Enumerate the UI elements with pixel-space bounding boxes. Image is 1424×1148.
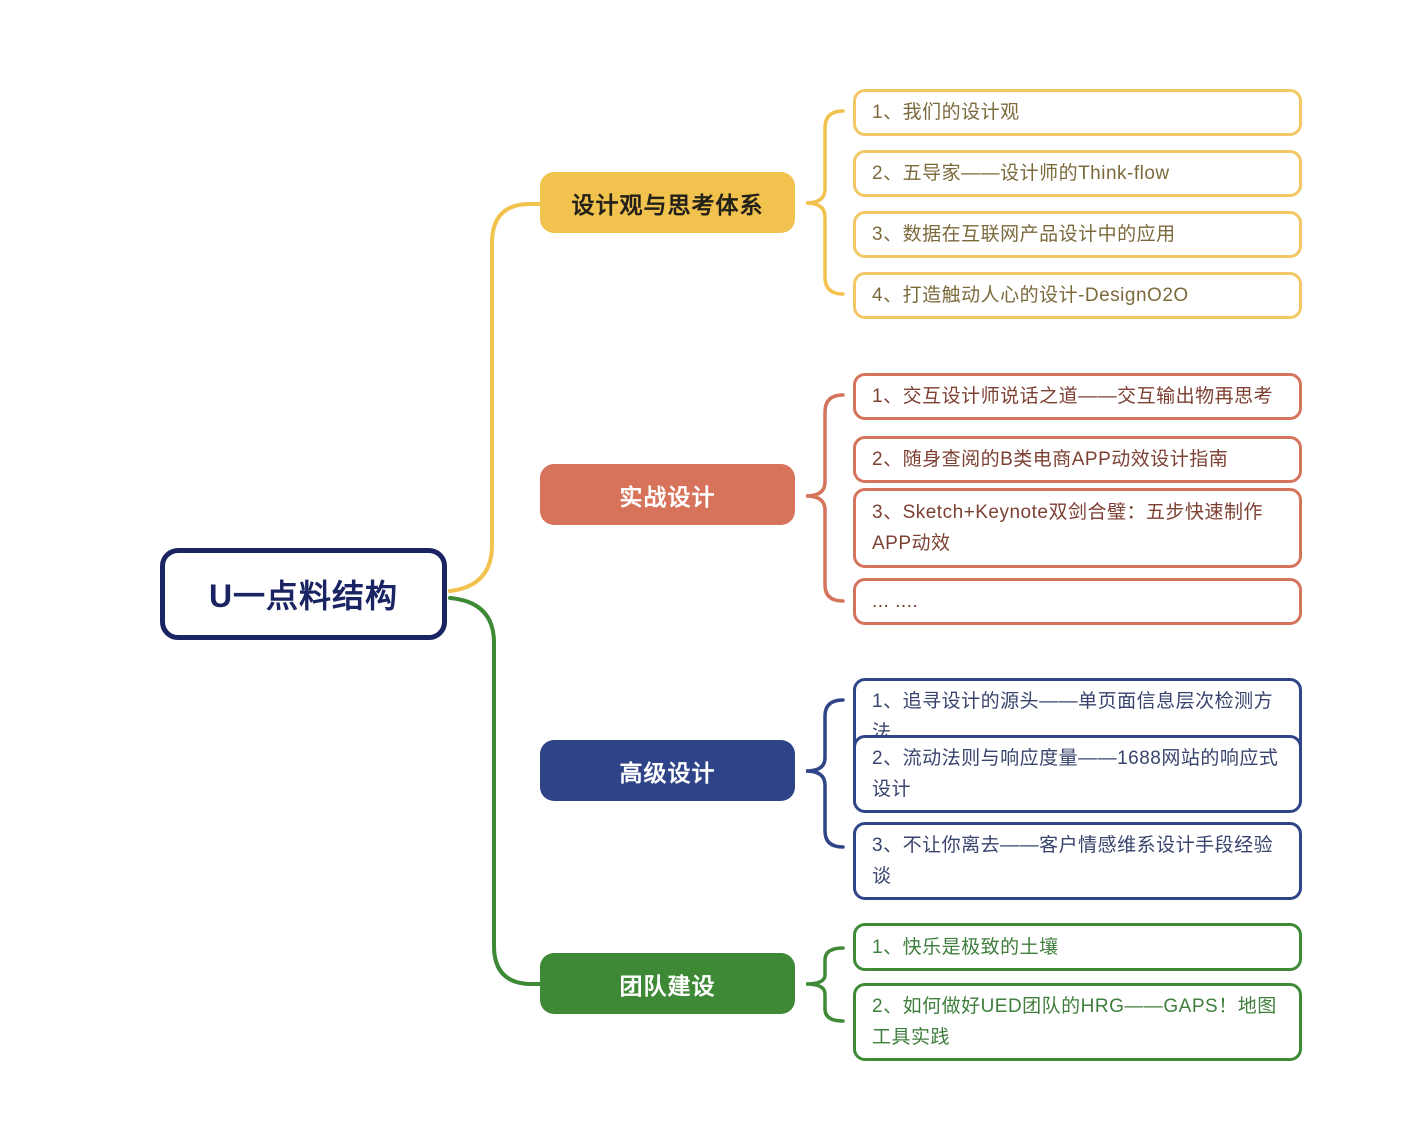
branch-label: 实战设计 bbox=[619, 483, 716, 510]
topic-label: 3、Sketch+Keynote双剑合璧：五步快速制作APP动效 bbox=[872, 502, 1263, 554]
branch-advanced-design[interactable]: 高级设计 bbox=[540, 740, 795, 801]
topic-label: 1、快乐是极致的土壤 bbox=[872, 936, 1059, 958]
root-to-yellow-connector bbox=[448, 202, 541, 593]
topic-label: 2、流动法则与响应度量——1688网站的响应式设计 bbox=[872, 748, 1279, 800]
root-to-green-connector bbox=[448, 596, 541, 986]
topic-node[interactable]: 2、五导家——设计师的Think-flow bbox=[853, 150, 1302, 197]
topic-label: 3、不让你离去——客户情感维系设计手段经验谈 bbox=[872, 835, 1274, 887]
root-node[interactable]: U一点料结构 bbox=[160, 548, 447, 640]
topic-label: 4、打造触动人心的设计-DesignO2O bbox=[872, 285, 1189, 306]
branch-label: 团队建设 bbox=[619, 972, 716, 999]
topic-node[interactable]: 1、交互设计师说话之道——交互输出物再思考 bbox=[853, 373, 1302, 420]
branch-team-building[interactable]: 团队建设 bbox=[540, 953, 795, 1014]
topic-node[interactable]: 1、快乐是极致的土壤 bbox=[853, 923, 1302, 971]
topic-node[interactable]: 2、随身查阅的B类电商APP动效设计指南 bbox=[853, 436, 1302, 483]
branch-practical-design[interactable]: 实战设计 bbox=[540, 464, 795, 525]
topic-node[interactable]: 4、打造触动人心的设计-DesignO2O bbox=[853, 272, 1302, 319]
topic-label: 2、如何做好UED团队的HRG——GAPS！地图工具实践 bbox=[872, 996, 1277, 1048]
topic-label: 2、五导家——设计师的Think-flow bbox=[872, 163, 1170, 184]
topic-label: 1、交互设计师说话之道——交互输出物再思考 bbox=[872, 386, 1274, 407]
root-node-label: U一点料结构 bbox=[208, 578, 399, 614]
topic-node[interactable]: 3、不让你离去——客户情感维系设计手段经验谈 bbox=[853, 822, 1302, 900]
branch-label: 设计观与思考体系 bbox=[571, 191, 764, 218]
topic-node[interactable]: 1、我们的设计观 bbox=[853, 89, 1302, 136]
topic-node[interactable]: 3、Sketch+Keynote双剑合璧：五步快速制作APP动效 bbox=[853, 488, 1302, 568]
topic-node[interactable]: 3、数据在互联网产品设计中的应用 bbox=[853, 211, 1302, 258]
topic-node[interactable]: ... .... bbox=[853, 578, 1302, 625]
topic-label: 3、数据在互联网产品设计中的应用 bbox=[872, 224, 1176, 245]
branch-design-philosophy[interactable]: 设计观与思考体系 bbox=[540, 172, 795, 233]
branch-label: 高级设计 bbox=[619, 759, 716, 786]
topic-label: 2、随身查阅的B类电商APP动效设计指南 bbox=[872, 449, 1229, 470]
salmon-brace bbox=[805, 393, 845, 603]
topic-label: ... .... bbox=[872, 591, 919, 612]
topic-node[interactable]: 2、如何做好UED团队的HRG——GAPS！地图工具实践 bbox=[853, 983, 1302, 1061]
green-brace bbox=[805, 946, 845, 1023]
topic-node[interactable]: 2、流动法则与响应度量——1688网站的响应式设计 bbox=[853, 735, 1302, 813]
yellow-brace bbox=[805, 109, 845, 296]
topic-label: 1、我们的设计观 bbox=[872, 102, 1020, 123]
blue-brace bbox=[805, 698, 845, 849]
